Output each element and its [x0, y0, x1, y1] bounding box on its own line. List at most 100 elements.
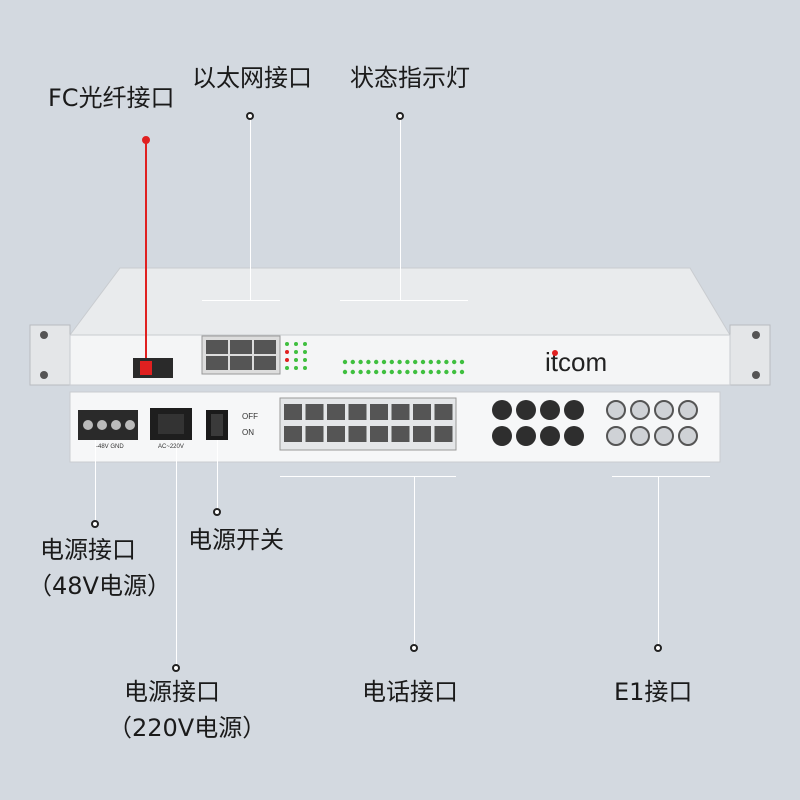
bnc-port — [654, 400, 674, 420]
status-led — [350, 369, 355, 375]
bnc-port — [630, 426, 650, 446]
label-power-48v-sub: （48V电源） — [28, 572, 171, 600]
status-led — [444, 359, 449, 365]
label-fc-fiber: FC光纤接口 — [48, 84, 175, 112]
phone-port — [327, 426, 345, 442]
status-led — [444, 369, 449, 375]
callout-dot-dc — [91, 520, 99, 528]
bnc-port — [678, 426, 698, 446]
phone-port — [391, 426, 410, 442]
callout-line-ethernet — [250, 116, 251, 300]
bnc-port — [654, 426, 674, 446]
callout-line-switch — [217, 440, 218, 510]
status-led — [389, 369, 394, 375]
label-phone: 电话接口 — [362, 678, 458, 706]
status-led — [381, 359, 387, 365]
phone-port — [284, 404, 302, 420]
phone-port — [348, 404, 367, 420]
phone-port — [284, 426, 302, 442]
bracket-phone — [280, 476, 456, 477]
status-led — [420, 359, 426, 365]
status-led — [366, 369, 371, 375]
callout-dot-e1 — [654, 644, 662, 652]
callout-dot-switch — [213, 508, 221, 516]
status-led — [436, 359, 441, 365]
status-led — [436, 369, 441, 375]
callout-line-status — [400, 116, 401, 300]
status-led — [428, 369, 433, 375]
bracket-ethernet — [202, 300, 280, 301]
label-status-led: 状态指示灯 — [350, 64, 470, 92]
phone-port — [413, 404, 431, 420]
dc-label: -48V GND — [96, 444, 124, 450]
status-led — [358, 359, 363, 365]
status-led — [459, 359, 465, 365]
e1-port-black — [540, 400, 560, 420]
label-ethernet: 以太网接口 — [192, 64, 312, 92]
phone-port — [370, 426, 388, 442]
e1-port-black — [564, 426, 584, 446]
bracket-e1 — [612, 476, 710, 477]
phone-port — [434, 426, 453, 442]
status-led — [381, 369, 387, 375]
status-led — [374, 359, 379, 365]
phone-port — [391, 404, 410, 420]
label-power-220v-sub: （220V电源） — [108, 714, 267, 742]
phone-port — [305, 404, 324, 420]
phone-port — [327, 404, 345, 420]
callout-dot-fc — [142, 136, 150, 144]
status-led — [389, 359, 394, 365]
e1-port-black — [492, 400, 512, 420]
status-led — [413, 359, 418, 365]
bnc-port — [606, 400, 626, 420]
status-led — [413, 369, 418, 375]
status-led — [405, 369, 410, 375]
callout-dot-phone — [410, 644, 418, 652]
callout-line-phone — [414, 476, 415, 646]
callout-line-ac — [176, 440, 177, 666]
phone-port — [305, 426, 324, 442]
callout-dot-status — [396, 112, 404, 120]
rack-ear-left — [29, 324, 71, 386]
e1-port-black — [492, 426, 512, 446]
label-power-switch: 电源开关 — [188, 526, 284, 554]
status-led — [342, 369, 348, 375]
status-led — [358, 369, 363, 375]
callout-line-e1 — [658, 476, 659, 646]
status-led — [452, 359, 457, 365]
status-led — [397, 369, 402, 375]
status-led — [374, 369, 379, 375]
status-led-grid — [342, 359, 465, 375]
phone-port — [434, 404, 453, 420]
status-led — [428, 359, 433, 365]
callout-dot-ethernet — [246, 112, 254, 120]
status-led — [452, 369, 457, 375]
e1-port-black — [516, 400, 536, 420]
bracket-status — [340, 300, 468, 301]
bnc-port — [678, 400, 698, 420]
callout-line-dc — [95, 440, 96, 522]
phone-port — [413, 426, 431, 442]
ac-label: AC~220V — [158, 444, 184, 450]
status-led — [397, 359, 402, 365]
phone-port — [370, 404, 388, 420]
callout-line-fc — [145, 140, 147, 358]
status-led — [405, 359, 410, 365]
led-cluster-small — [285, 342, 307, 370]
status-led — [342, 359, 348, 365]
bnc-port — [630, 400, 650, 420]
switch-on-label: ON — [242, 428, 254, 437]
e1-port-black — [540, 426, 560, 446]
bnc-port — [606, 426, 626, 446]
rack-ear-right — [729, 324, 771, 386]
phone-port — [348, 426, 367, 442]
status-led — [350, 359, 355, 365]
e1-port-black — [564, 400, 584, 420]
status-led — [366, 359, 371, 365]
status-led — [420, 369, 426, 375]
label-power-220v-title: 电源接口 — [124, 678, 220, 706]
label-power-48v-title: 电源接口 — [40, 536, 136, 564]
label-e1: E1接口 — [614, 678, 693, 706]
switch-off-label: OFF — [242, 412, 258, 421]
